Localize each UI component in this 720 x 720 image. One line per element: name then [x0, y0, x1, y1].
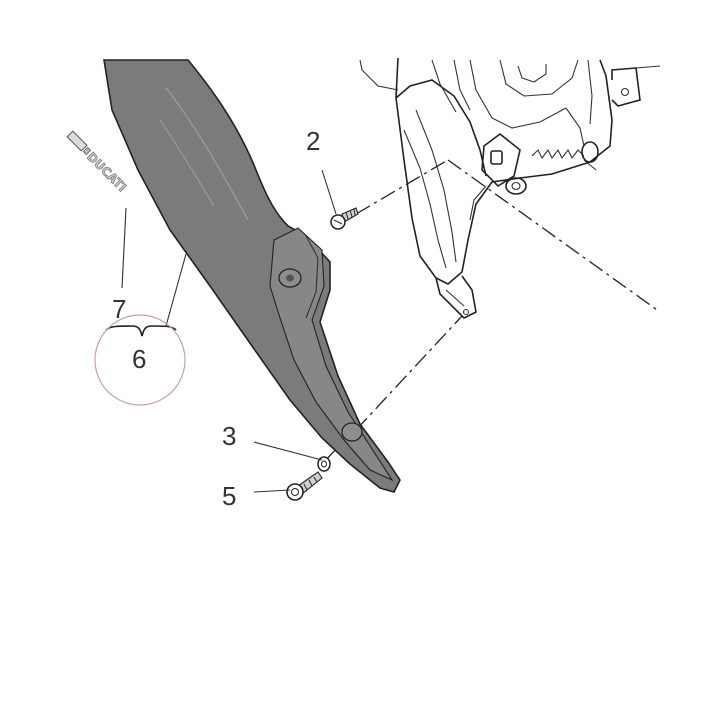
assembly-lines: [323, 159, 661, 463]
part-6-highlight-circle: [94, 314, 186, 406]
ducati-decal-part-7: DUCATI: [66, 130, 129, 195]
callout-7: 7: [112, 294, 126, 324]
callout-6: 6: [132, 344, 146, 374]
leader-3: [253, 441, 323, 461]
bolt-part-5: [286, 471, 323, 501]
callout-3: 3: [222, 421, 236, 451]
screw-part-2: [330, 207, 359, 230]
leader-lines: [105, 169, 337, 493]
part-6-brace: [105, 325, 177, 337]
side-panel: [103, 59, 401, 493]
callout-5: 5: [222, 481, 236, 511]
callout-2: 2: [306, 126, 320, 156]
leader-7: [121, 207, 127, 289]
leader-5: [253, 489, 291, 493]
leader-6: [165, 253, 187, 327]
frame-bracket: [359, 57, 661, 319]
washer-part-3: [317, 456, 331, 472]
panel-mount-lobe: [269, 227, 394, 482]
panel-lower-hole: [341, 422, 363, 442]
leader-2: [321, 169, 337, 215]
decal-text: DUCATI: [84, 150, 129, 195]
